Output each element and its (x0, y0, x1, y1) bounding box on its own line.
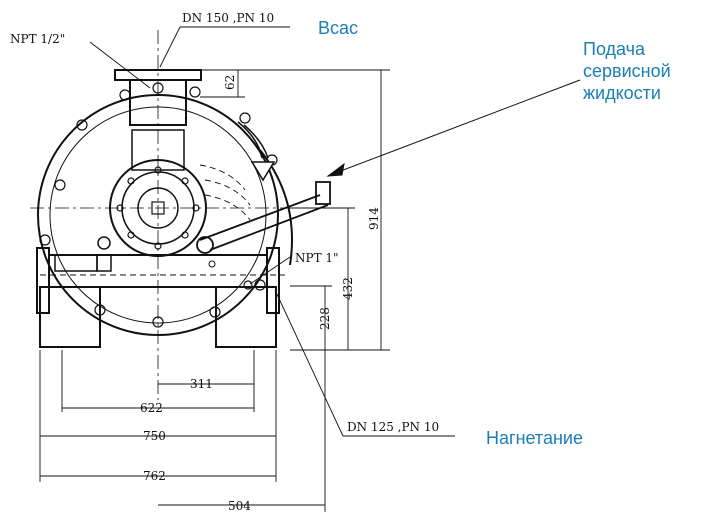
dim-discharge-flange: DN 125 ,PN 10 (347, 420, 439, 434)
service-fluid-callout: Подача сервисной жидкости (583, 38, 671, 104)
volute-casing (37, 94, 293, 336)
dim-311: 311 (190, 377, 213, 391)
service-fluid-pipe (196, 181, 331, 254)
service-fluid-line-3: жидкости (583, 83, 661, 103)
service-fluid-arrow (326, 79, 581, 177)
dim-62: 62 (223, 75, 237, 90)
volute-bolt-holes (39, 86, 278, 328)
dim-228: 228 (318, 307, 332, 330)
bottom-dimensions (39, 350, 326, 512)
dim-750: 750 (143, 429, 166, 443)
hidden-lines (40, 164, 285, 276)
center-lines (30, 30, 300, 400)
dim-914: 914 (367, 207, 381, 230)
top-flange-leader (89, 26, 290, 89)
dim-top-flange: DN 150 ,PN 10 (182, 11, 274, 25)
dim-vertical-lines (200, 69, 390, 351)
discharge-callout: Нагнетание (486, 428, 583, 448)
dim-npt-one: NPT 1" (295, 251, 339, 265)
npt-one-leader (249, 256, 291, 285)
dim-432: 432 (341, 277, 355, 300)
dim-504: 504 (228, 499, 251, 512)
service-fluid-line-1: Подача (583, 39, 646, 59)
suction-callout: Всас (318, 18, 359, 38)
discharge-leader (274, 289, 455, 437)
rotation-arrow (237, 121, 276, 182)
dim-622: 622 (140, 401, 163, 415)
dim-762: 762 (143, 469, 166, 483)
dim-npt-half: NPT 1/2" (10, 32, 65, 46)
service-fluid-line-2: сервисной (583, 61, 671, 81)
